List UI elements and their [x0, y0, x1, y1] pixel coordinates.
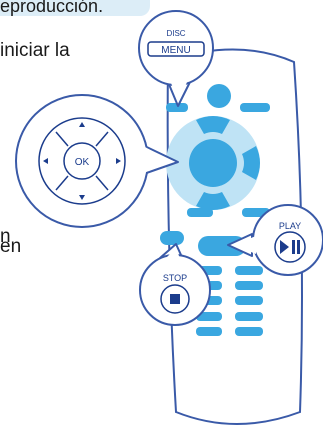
body-line-3: en	[0, 236, 22, 257]
stop-label: STOP	[163, 273, 187, 283]
body-line-2: n	[0, 226, 11, 247]
play-callout: PLAY	[227, 204, 323, 276]
instruction-banner: eproducción.	[0, 0, 150, 16]
stop-icon	[170, 294, 180, 304]
remote-button	[198, 236, 246, 256]
remote-button	[196, 312, 222, 321]
play-button	[274, 231, 306, 263]
remote-button	[196, 327, 222, 336]
remote-button	[235, 312, 263, 321]
ok-label: OK	[75, 157, 90, 168]
remote-button	[187, 208, 213, 217]
disc-label: DISC	[166, 29, 185, 38]
arrow-up-icon	[79, 122, 85, 127]
remote-dpad-right	[242, 146, 260, 180]
disc-menu-callout: DISC MENU	[138, 10, 214, 107]
remote-button	[160, 231, 184, 245]
body-line-1: iniciar la	[0, 40, 70, 61]
ok-button	[63, 142, 101, 180]
arrow-left-icon	[43, 158, 48, 164]
remote-button	[207, 84, 231, 108]
instruction-text: eproducción.	[0, 0, 104, 16]
arrow-down-icon	[79, 195, 85, 200]
remote-button	[166, 103, 188, 112]
menu-label: MENU	[161, 45, 190, 56]
remote-dpad-center	[189, 139, 237, 187]
remote-button	[235, 296, 263, 305]
dpad-callout: OK	[15, 94, 179, 228]
remote-dpad-up	[196, 116, 230, 134]
disc-menu-button	[147, 41, 205, 57]
stop-callout: STOP	[139, 243, 211, 326]
remote-button	[235, 281, 263, 290]
play-pause-icon	[280, 240, 300, 254]
play-label: PLAY	[279, 221, 301, 231]
remote-dpad-down	[196, 192, 230, 210]
remote-button	[235, 327, 263, 336]
remote-button	[240, 103, 270, 112]
remote-button	[235, 266, 263, 275]
arrow-right-icon	[116, 158, 121, 164]
